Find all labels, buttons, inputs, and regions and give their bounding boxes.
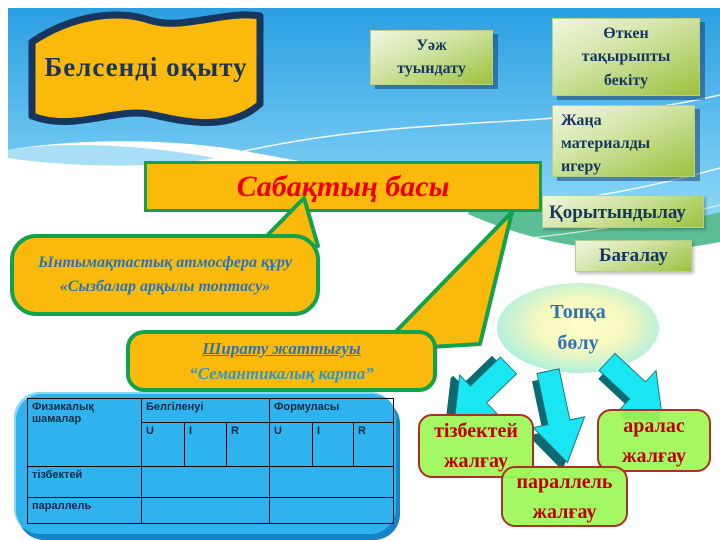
callout-atmosphere-line1: Ынтымақтастық атмосфера құру bbox=[38, 254, 292, 271]
table-cell-empty bbox=[269, 466, 395, 498]
table-header-designation: Белгіленуі bbox=[140, 398, 271, 423]
active-learning-banner: Белсенді оқыту bbox=[14, 2, 278, 152]
table-subheader-r2: R bbox=[353, 422, 395, 467]
grouping-ellipse: Топқа бөлу bbox=[497, 283, 659, 373]
lesson-start-title: Сабақтың басы bbox=[144, 161, 542, 212]
callout-warmup-line2: “Семантикалық карта” bbox=[189, 364, 374, 383]
stage-box-previous-topic: Өткен тақырыпты бекіту bbox=[552, 18, 700, 96]
stage-box-summary: Қорытындылау bbox=[542, 195, 704, 228]
table-cell-empty bbox=[140, 497, 271, 524]
callout-atmosphere: Ынтымақтастық атмосфера құру «Сызбалар а… bbox=[10, 234, 320, 316]
table-header-quantities: Физикалық шамалар bbox=[27, 398, 142, 467]
arrow-down-icon bbox=[518, 363, 597, 473]
stage-box-new-material: Жаңа материалды игеру bbox=[552, 105, 695, 177]
callout-atmosphere-line2: «Сызбалар арқылы топтасу» bbox=[59, 278, 271, 295]
physics-quantities-table: Физикалық шамалар Белгіленуі Формуласы U… bbox=[27, 398, 395, 524]
table-header-formula: Формуласы bbox=[269, 398, 395, 423]
table-cell-empty bbox=[140, 466, 271, 498]
group-box-mixed-connection: аралас жалғау bbox=[597, 409, 711, 472]
banner-title: Белсенді оқыту bbox=[44, 52, 248, 82]
stage-box-motivation: Уәж туындату bbox=[370, 30, 493, 85]
table-cell-empty bbox=[269, 497, 395, 524]
table-subheader-u1: U bbox=[141, 422, 185, 467]
arrow-down-right-icon bbox=[585, 338, 686, 438]
stage-box-assessment: Бағалау bbox=[575, 240, 692, 272]
callout-warmup: Ширату жаттығуы “Семантикалық карта” bbox=[126, 330, 437, 392]
table-subheader-r1: R bbox=[225, 422, 271, 467]
table-row-label-parallel: параллель bbox=[27, 497, 142, 524]
group-box-parallel-connection: параллель жалғау bbox=[501, 466, 628, 527]
table-subheader-i1: I bbox=[184, 422, 227, 467]
table-subheader-i2: I bbox=[312, 422, 355, 467]
callout-warmup-line1: Ширату жаттығуы bbox=[202, 338, 361, 358]
table-subheader-u2: U bbox=[269, 422, 314, 467]
wave-flag-shape bbox=[28, 11, 264, 126]
table-row-label-series: тізбектей bbox=[27, 466, 142, 498]
